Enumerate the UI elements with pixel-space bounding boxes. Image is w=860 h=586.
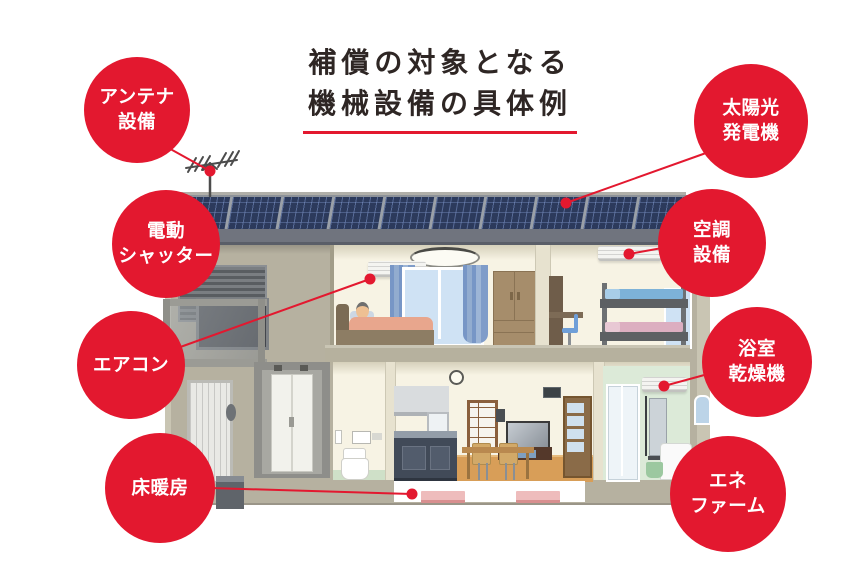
bedroom-window-mullion xyxy=(438,269,441,339)
desk-chair-leg xyxy=(568,333,571,349)
leader-antenna xyxy=(164,145,211,172)
desk-chair xyxy=(562,328,578,333)
curtain-right xyxy=(463,265,488,343)
sleeping-person-head xyxy=(356,302,369,319)
dot-hvac xyxy=(623,248,635,260)
title-line-1: 補償の対象となる xyxy=(308,46,572,79)
balcony-railing-bottom xyxy=(163,359,267,367)
floor-heating-panel xyxy=(516,491,560,503)
label-electric-shutter: 電動 シャッター xyxy=(112,190,220,298)
title-underline xyxy=(303,131,577,134)
glass-cabinet xyxy=(563,396,592,478)
bath-stool xyxy=(646,462,663,478)
floor-slab xyxy=(325,345,690,365)
wall-toilet-kitchen xyxy=(385,362,396,480)
table-leg xyxy=(467,453,470,479)
balcony-railing-top xyxy=(163,299,267,306)
wall-panel xyxy=(543,387,561,398)
bunk-top-pillow xyxy=(605,289,620,299)
roof-eaves xyxy=(162,229,698,245)
leader-bath-dryer xyxy=(663,373,709,387)
chair-leg xyxy=(505,463,507,480)
label-bathroom-dryer: 浴室 乾燥機 xyxy=(702,307,812,417)
leader-solar xyxy=(565,152,707,204)
label-solar-generator: 太陽光 発電機 xyxy=(694,64,808,178)
bunk-bottom-mattress xyxy=(605,322,683,332)
downlight xyxy=(449,370,464,385)
intercom-panel xyxy=(496,409,505,422)
shower-bar xyxy=(645,396,647,456)
desk-chair-back xyxy=(574,314,578,332)
door-handle xyxy=(226,404,236,421)
balcony-post-right xyxy=(258,299,265,367)
toilet-paper-holder xyxy=(335,430,342,444)
page-title: 補償の対象となる 機械設備の具体例 xyxy=(290,42,590,124)
bunk-top-mattress xyxy=(605,289,683,299)
home-elevator xyxy=(254,362,330,478)
dot-aircon xyxy=(364,273,376,285)
wardrobe xyxy=(493,271,537,347)
toilet-control-panel-small xyxy=(372,433,382,440)
antenna-icon xyxy=(185,150,240,198)
bath-faucet xyxy=(648,456,666,460)
kitchen-upper-cabinets xyxy=(394,386,449,416)
table-leg xyxy=(526,453,529,479)
chair-leg xyxy=(486,463,488,480)
label-floor-heating: 床暖房 xyxy=(105,433,215,543)
entrance-step xyxy=(216,476,244,509)
toilet-control-panel xyxy=(352,431,371,444)
leader-hvac xyxy=(628,247,663,255)
chair-leg xyxy=(478,463,480,480)
toilet-bowl xyxy=(341,458,369,480)
label-hvac-equipment: 空調 設備 xyxy=(658,189,766,297)
floor-heating-panel xyxy=(421,491,465,503)
title-line-2: 機械設備の具体例 xyxy=(307,87,572,120)
kitchen-counter xyxy=(394,431,457,482)
bed-base xyxy=(336,330,434,345)
leader-aircon xyxy=(171,278,371,351)
shower-glass-door xyxy=(606,384,640,482)
elevator-door xyxy=(271,374,313,472)
dot-floor-heating xyxy=(406,488,418,500)
bunk-bottom-pillow xyxy=(605,322,620,332)
label-enefarm: エネ ファーム xyxy=(670,436,786,552)
bathroom-exterior-window xyxy=(694,395,711,425)
chair-leg xyxy=(513,463,515,480)
second-floor-cut-edge xyxy=(330,245,334,345)
bathroom-mirror xyxy=(649,398,667,456)
leader-floor-heating xyxy=(209,487,413,495)
dot-antenna xyxy=(204,165,216,177)
foundation-line xyxy=(168,503,710,505)
label-antenna-equipment: アンテナ 設備 xyxy=(84,57,190,163)
entrance-door xyxy=(187,380,233,484)
desk-top xyxy=(549,312,583,318)
label-air-conditioner: エアコン xyxy=(77,311,185,419)
dot-bath-dryer xyxy=(658,380,670,392)
dining-table xyxy=(462,447,534,453)
dot-solar xyxy=(560,197,572,209)
